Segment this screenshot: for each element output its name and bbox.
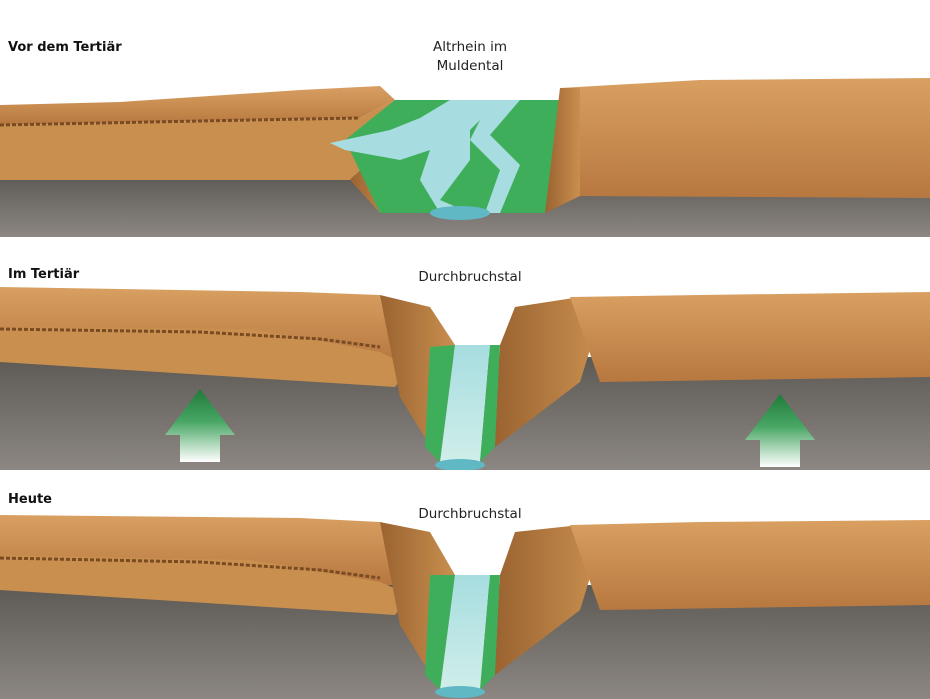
stage-1-title: Vor dem Tertiär	[8, 40, 122, 55]
stage-3-caption: Durchbruchstal	[400, 505, 540, 524]
stage-1-caption-line-1: Altrhein im	[400, 38, 540, 57]
stage-1-caption: Altrhein im Muldental	[400, 38, 540, 76]
stage-2-title: Im Tertiär	[8, 267, 79, 282]
stage-3-title: Heute	[8, 492, 52, 507]
stage-3-caption-line-1: Durchbruchstal	[400, 505, 540, 524]
stage-panel-2: Im Tertiär Durchbruchstal	[0, 237, 930, 470]
right-plateau	[570, 292, 930, 382]
stage-panel-1: Vor dem Tertiär Altrhein im Muldental	[0, 0, 930, 237]
stage-1-caption-line-2: Muldental	[400, 57, 540, 76]
stage-2-caption: Durchbruchstal	[400, 268, 540, 287]
stage-2-caption-line-1: Durchbruchstal	[400, 268, 540, 287]
river-mouth	[430, 206, 490, 220]
stage-1-illustration	[0, 0, 930, 237]
stage-panel-3: Heute Durchbruchstal	[0, 470, 930, 699]
river-mouth	[435, 686, 485, 698]
right-plateau	[570, 520, 930, 610]
right-plateau	[560, 78, 930, 198]
